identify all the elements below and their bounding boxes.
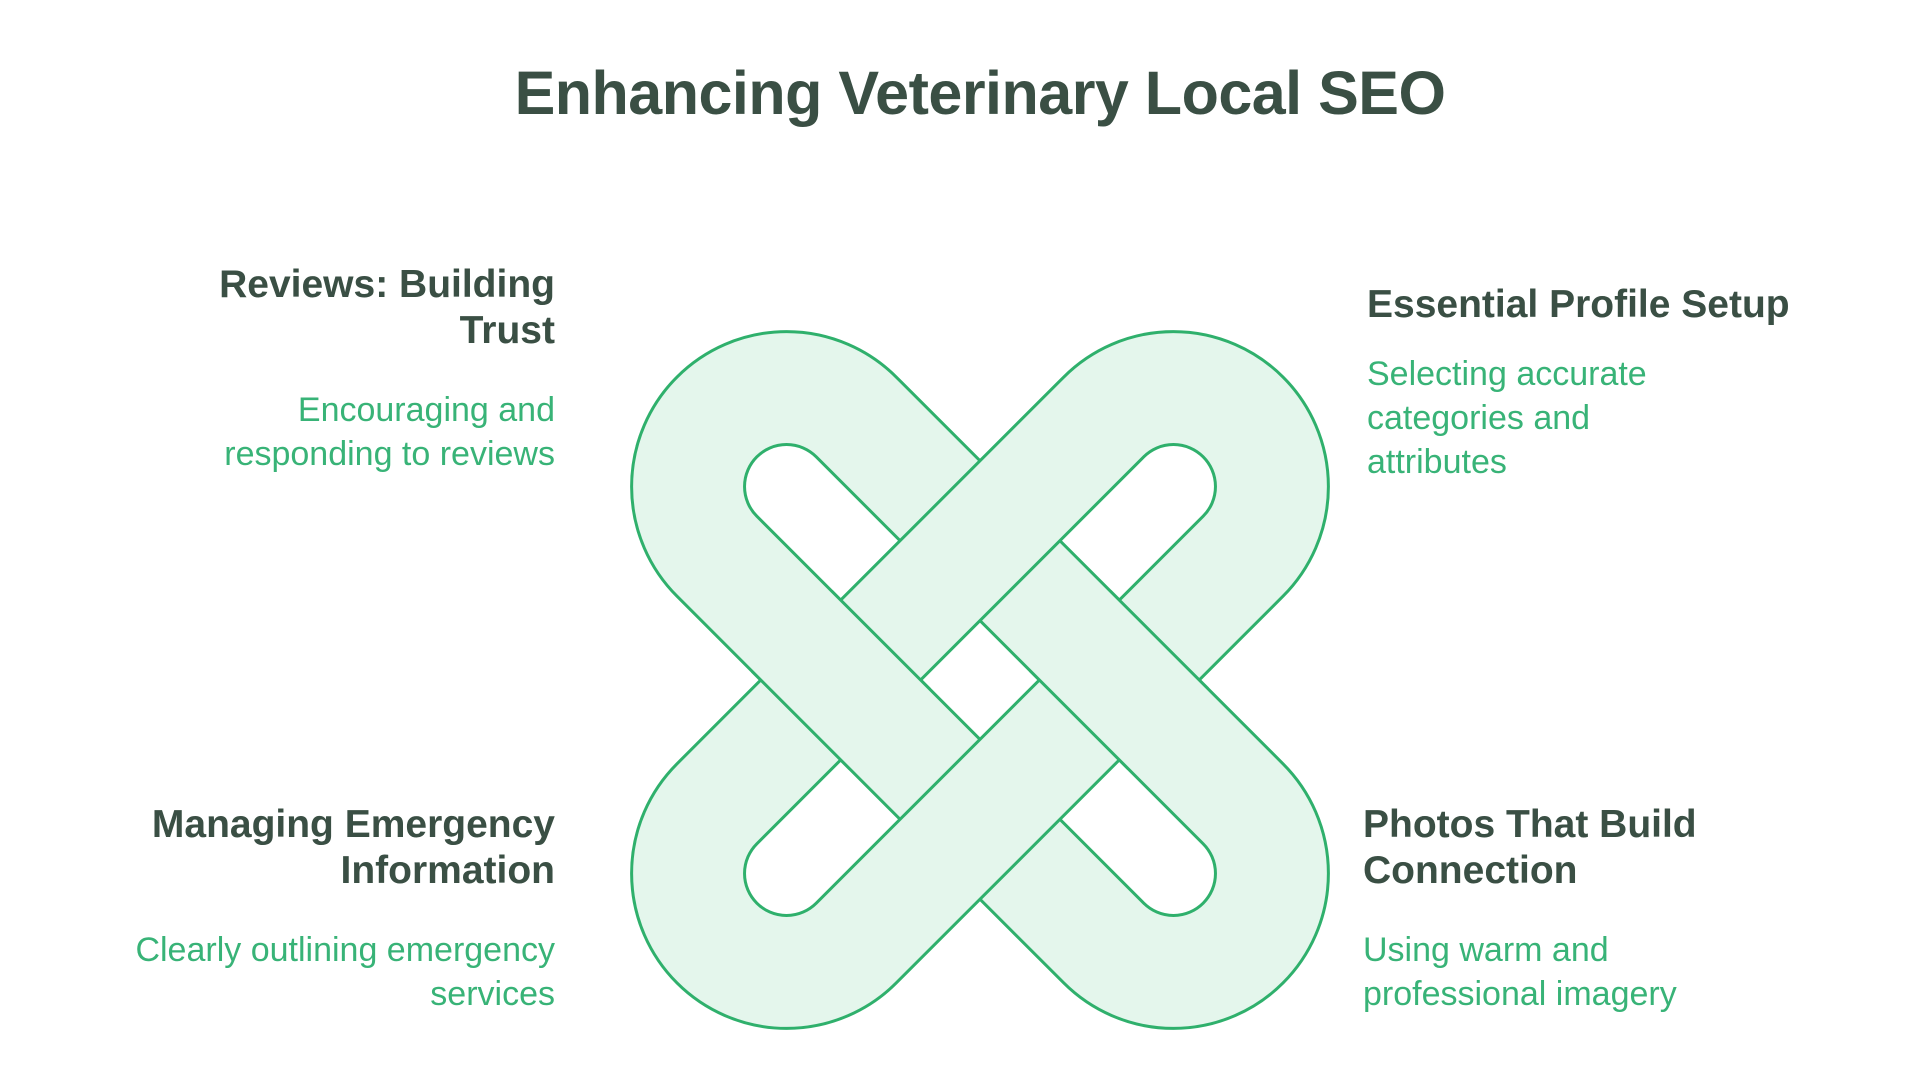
section-bottom-right-description: Using warm and professional imagery: [1363, 931, 1677, 1013]
section-top-left-heading: Reviews: Building Trust: [219, 263, 555, 352]
celtic-knot-graphic: [630, 330, 1330, 1030]
section-top-right-description: Selecting accurate categories and attrib…: [1367, 355, 1647, 481]
section-top-right: Essential Profile Setup Selecting accura…: [1367, 282, 1790, 484]
section-top-right-heading: Essential Profile Setup: [1367, 283, 1790, 326]
section-top-left-description: Encouraging and responding to reviews: [224, 391, 555, 473]
page-title: Enhancing Veterinary Local SEO: [514, 59, 1446, 127]
section-bottom-left-heading: Managing Emergency Information: [151, 803, 555, 892]
section-bottom-right: Photos That Build Connection Using warm …: [1363, 802, 1743, 1016]
section-bottom-right-heading: Photos That Build Connection: [1363, 803, 1697, 892]
section-top-left: Reviews: Building Trust Encouraging and …: [130, 262, 555, 476]
section-bottom-left-description: Clearly outlining emergency services: [135, 931, 555, 1013]
section-bottom-left: Managing Emergency Information Clearly o…: [130, 802, 555, 1016]
